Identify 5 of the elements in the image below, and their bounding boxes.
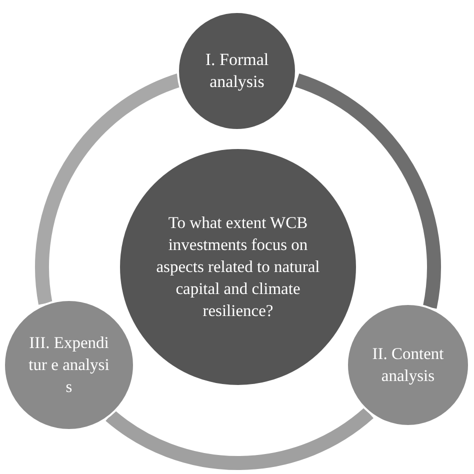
node-label: I. Formal analysis	[204, 49, 270, 93]
ring-segment	[106, 407, 374, 470]
node-label: II. Content analysis	[371, 343, 445, 387]
node-label: III. Expenditur e analysis	[28, 332, 110, 398]
node-label: To what extent WCB investments focus on aspects related to natural capital and climate resilience?	[155, 212, 321, 322]
